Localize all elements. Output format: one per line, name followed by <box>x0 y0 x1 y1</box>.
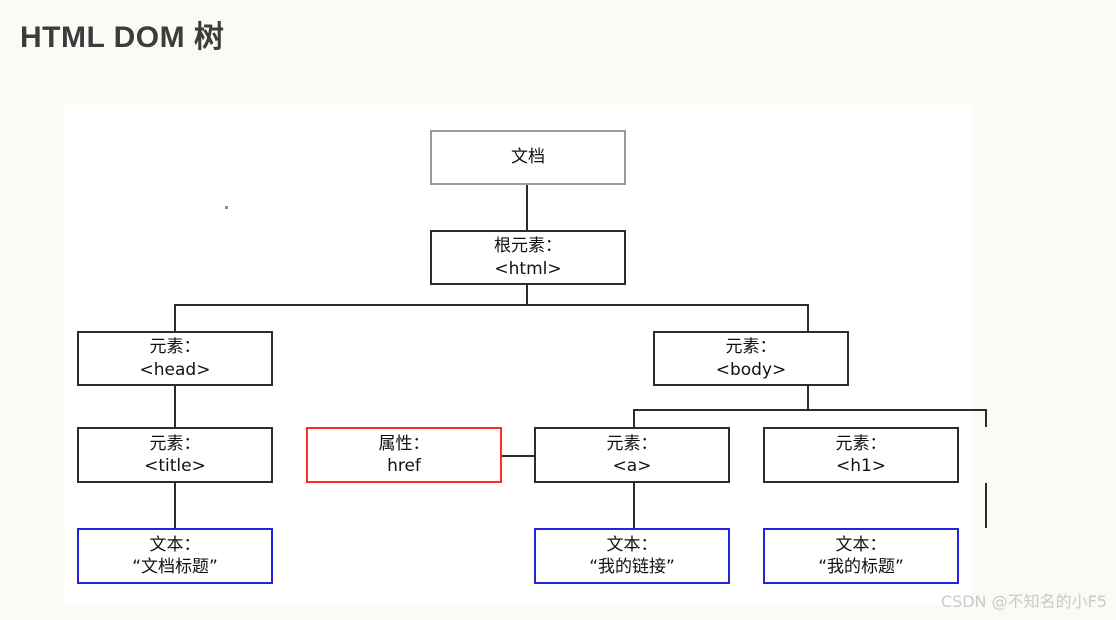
node-text-title-label-line2: “文档标题” <box>132 557 218 577</box>
node-text-h1-label-line2: “我的标题” <box>818 557 904 577</box>
node-anchor[interactable]: 元素： <a> <box>534 427 730 483</box>
edge-h1-text <box>985 483 987 528</box>
node-h1-label-line2: <h1> <box>835 456 887 476</box>
edge-body-branch-bar <box>633 409 987 411</box>
node-title-label-line2: <title> <box>144 456 206 476</box>
node-body-label-line1: 元素： <box>725 337 777 358</box>
image-artifact-speck <box>225 206 228 209</box>
edge-body-to-anchor <box>633 409 635 427</box>
node-attribute-href[interactable]: 属性： href <box>306 427 502 483</box>
dom-tree-diagram: 文档 根元素： <html> 元素： <head> 元素： <body> 元素：… <box>64 105 987 605</box>
edge-document-html <box>526 185 528 230</box>
edge-html-branch-bar <box>174 304 809 306</box>
edge-anchor-href <box>501 455 535 457</box>
edge-anchor-text <box>633 483 635 528</box>
edge-head-title <box>174 385 176 427</box>
edge-title-text <box>174 483 176 528</box>
edge-body-stem <box>807 385 809 410</box>
edge-body-to-h1 <box>985 409 987 427</box>
watermark: CSDN @不知名的小F5 <box>940 592 1107 611</box>
node-body-label-line2: <body> <box>715 359 787 380</box>
page-title: HTML DOM 树 <box>20 21 225 54</box>
node-text-anchor-label-line1: 文本： <box>606 534 658 555</box>
node-head-label-line1: 元素： <box>149 337 201 358</box>
node-text-title-label-line1: 文本： <box>149 534 201 555</box>
node-text-h1[interactable]: 文本： “我的标题” <box>763 528 959 584</box>
node-anchor-label-line1: 元素： <box>606 433 658 454</box>
node-text-h1-label-line1: 文本： <box>835 534 887 555</box>
node-text-anchor[interactable]: 文本： “我的链接” <box>534 528 730 584</box>
node-document[interactable]: 文档 <box>430 130 626 185</box>
node-text-anchor-label-line2: “我的链接” <box>589 557 675 577</box>
edge-html-stem <box>526 285 528 305</box>
edge-html-to-head <box>174 304 176 331</box>
node-href-label-line1: 属性： <box>378 433 430 454</box>
node-anchor-label-line2: <a> <box>612 456 652 476</box>
node-head[interactable]: 元素： <head> <box>77 331 273 386</box>
node-h1-label-line1: 元素： <box>835 433 887 454</box>
node-body[interactable]: 元素： <body> <box>653 331 849 386</box>
node-title-label-line1: 元素： <box>149 433 201 454</box>
node-html[interactable]: 根元素： <html> <box>430 230 626 285</box>
node-h1[interactable]: 元素： <h1> <box>763 427 959 483</box>
edge-html-to-body <box>807 304 809 331</box>
node-html-label-line1: 根元素： <box>494 236 562 257</box>
node-text-title[interactable]: 文本： “文档标题” <box>77 528 273 584</box>
node-title[interactable]: 元素： <title> <box>77 427 273 483</box>
node-href-label-line2: href <box>387 456 421 476</box>
node-head-label-line2: <head> <box>139 359 211 380</box>
node-document-label-line1: 文档 <box>511 147 545 168</box>
node-html-label-line2: <html> <box>494 258 562 279</box>
